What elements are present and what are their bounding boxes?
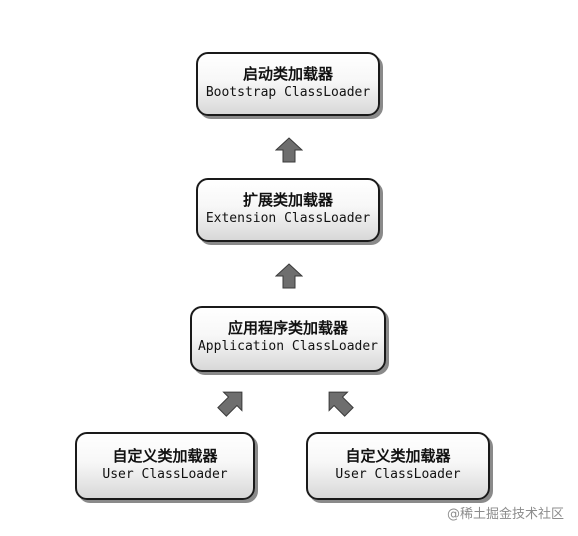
user-classloader-left-cn-label: 自定义类加载器 — [112, 447, 218, 465]
diagonal-up-left-arrow-icon — [328, 391, 354, 417]
extension-classloader-cn-label: 扩展类加载器 — [242, 191, 333, 209]
watermark-text: @稀土掘金技术社区 — [446, 507, 564, 522]
application-classloader-en-label: Application ClassLoader — [197, 339, 378, 354]
application-classloader-box: 应用程序类加载器 Application ClassLoader — [190, 306, 386, 372]
bootstrap-classloader-box: 启动类加载器 Bootstrap ClassLoader — [196, 52, 380, 116]
diagonal-up-right-arrow-icon — [217, 391, 243, 417]
extension-classloader-box: 扩展类加载器 Extension ClassLoader — [196, 178, 380, 242]
bootstrap-classloader-cn-label: 启动类加载器 — [242, 65, 333, 83]
user-classloader-right-box: 自定义类加载器 User ClassLoader — [306, 432, 490, 500]
user-classloader-left-en-label: User ClassLoader — [102, 467, 228, 482]
user-classloader-left-box: 自定义类加载器 User ClassLoader — [75, 432, 255, 500]
user-classloader-right-en-label: User ClassLoader — [335, 467, 461, 482]
application-classloader-cn-label: 应用程序类加载器 — [227, 319, 348, 337]
bootstrap-classloader-en-label: Bootstrap ClassLoader — [205, 85, 371, 100]
up-arrow-icon — [275, 263, 303, 289]
user-classloader-right-cn-label: 自定义类加载器 — [345, 447, 451, 465]
extension-classloader-en-label: Extension ClassLoader — [205, 211, 371, 226]
up-arrow-icon — [275, 137, 303, 163]
